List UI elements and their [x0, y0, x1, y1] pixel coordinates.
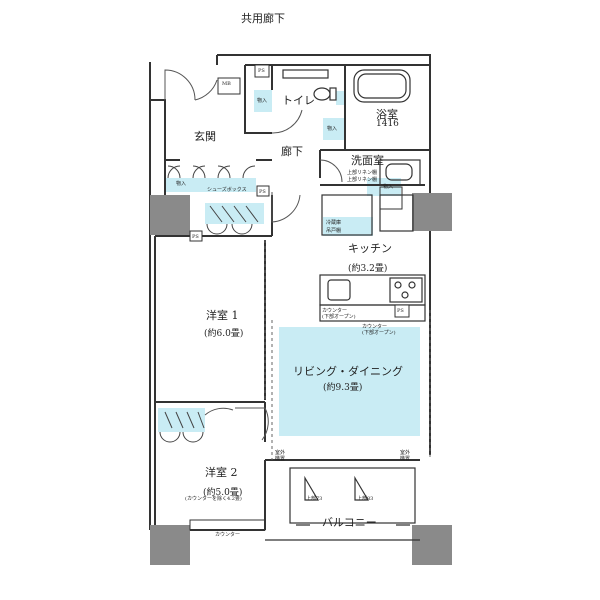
bedroom1-label: 洋室 1 — [206, 309, 239, 322]
bath-size: 1416 — [376, 119, 399, 129]
ac-right-label-1: 室外 — [400, 450, 411, 456]
wash-basin — [379, 159, 421, 186]
ps-top-label: PS — [258, 68, 265, 74]
ps-boxes — [189, 64, 410, 318]
balcony-label: バルコニー — [322, 516, 377, 529]
bedroom-counter — [189, 519, 266, 531]
fridge-fill — [323, 217, 373, 236]
counter-bedroom-label: カウンター — [215, 532, 241, 538]
bath-label: 浴室 — [376, 108, 398, 121]
kitchen-label: キッチン — [348, 242, 392, 255]
linen-label-2: 上部リネン棚 — [347, 177, 378, 183]
shoe-storage-fill — [165, 178, 256, 192]
storage-wash-label: 物入 — [383, 184, 394, 190]
closet-doors — [159, 165, 259, 443]
closet2-fill — [158, 408, 205, 432]
mb-label: MB — [222, 81, 231, 87]
living-label: リビング・ダイニング — [293, 365, 403, 378]
ac-right-label-2: 機置 — [400, 456, 411, 462]
bedroom2-note: (カウンターを除く4.2畳) — [185, 496, 242, 502]
counter-kitchen-1-label: カウンター — [322, 308, 348, 314]
toilet-label: トイレ — [282, 94, 315, 107]
door-swings — [164, 69, 343, 441]
ps-kitchen-label: PS — [397, 308, 404, 314]
bedroom1-size: (約6.0畳) — [204, 329, 244, 339]
walls — [149, 54, 431, 531]
bedroom2-label: 洋室 2 — [205, 466, 238, 479]
kitchen-counter — [319, 194, 426, 322]
ac-left-label-2: 機置 — [275, 456, 286, 462]
skylight-1-label: 上部73 — [306, 496, 323, 502]
storage-entry-label: 物入 — [257, 98, 268, 104]
balcony — [265, 467, 420, 541]
fridge-label: 冷蔵庫 — [326, 220, 342, 226]
kitchen-size: (約3.2畳) — [348, 264, 388, 274]
storage-shoe-label: 物入 — [176, 181, 187, 187]
skylight-2-label: 上部83 — [357, 496, 374, 502]
bedroom2-size: (約5.0畳) — [203, 488, 243, 498]
living-floor — [279, 327, 420, 436]
storage-entry-fill — [254, 90, 272, 112]
washer-pan — [379, 186, 403, 210]
storage-toilet-fill — [323, 118, 345, 140]
hall-label: 廊下 — [281, 145, 303, 158]
linen-label-1: 上部リネン棚 — [347, 170, 378, 176]
entrance-label: 玄関 — [194, 130, 216, 143]
storage-toilet-label: 物入 — [327, 126, 338, 132]
corridor-label: 共用廊下 — [241, 12, 285, 25]
toilet-cabinet-fill — [336, 91, 346, 105]
columns — [150, 193, 452, 565]
bathtub — [353, 69, 411, 103]
washroom-label: 洗面室 — [351, 154, 384, 167]
ps-hall-label: PS — [259, 189, 266, 195]
counter-kitchen-2b-label: (下部オープン) — [362, 330, 396, 336]
counter-kitchen-2-label: カウンター — [362, 324, 388, 330]
ps-left-label: PS — [192, 234, 199, 240]
toilet-bowl — [282, 69, 337, 101]
living-size: (約9.3畳) — [323, 383, 363, 393]
dashed-lines — [264, 240, 431, 460]
range-cover-label: 吊戸棚 — [326, 228, 342, 234]
counter-kitchen-1b-label: (下部オープン) — [322, 314, 356, 320]
ac-left-label-1: 室外 — [275, 450, 286, 456]
shoe-box-label: シューズボックス — [207, 187, 247, 193]
